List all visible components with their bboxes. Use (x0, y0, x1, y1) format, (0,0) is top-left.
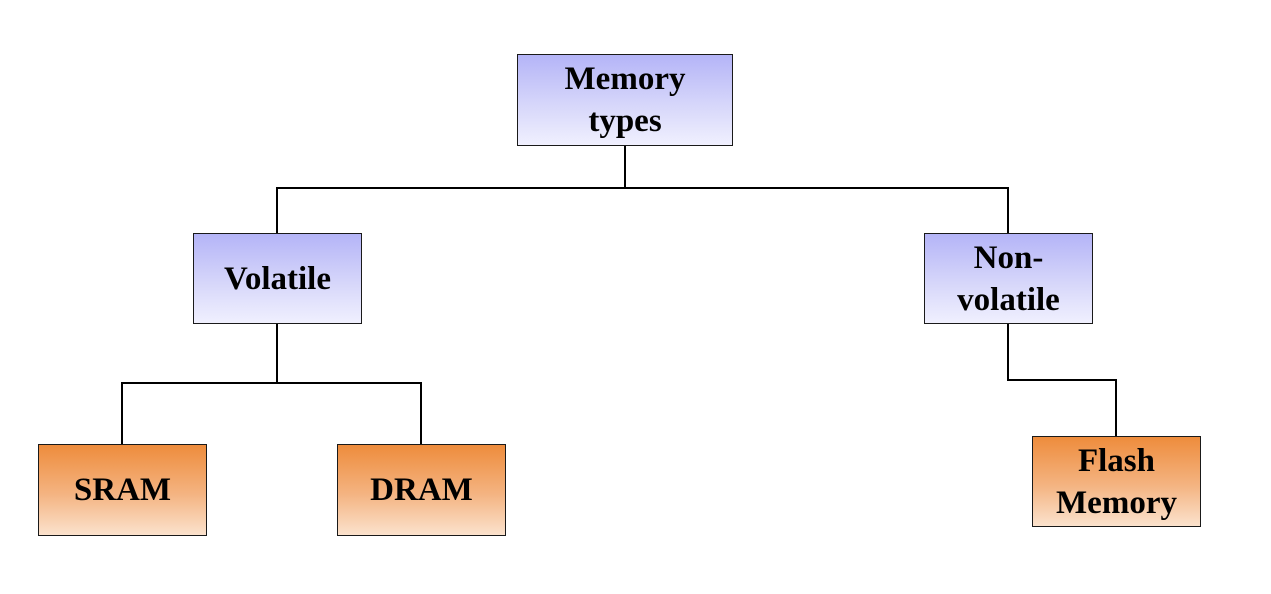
node-sram: SRAM (38, 444, 207, 536)
connector-root-to-non-volatile (625, 187, 1009, 233)
node-non-volatile: Non- volatile (924, 233, 1093, 324)
node-dram: DRAM (337, 444, 506, 536)
node-memory-types: Memory types (517, 54, 733, 146)
node-volatile-label: Volatile (224, 260, 331, 297)
connector-root-to-volatile (276, 187, 625, 233)
node-volatile: Volatile (193, 233, 362, 324)
node-non-volatile-label: Non- volatile (957, 239, 1060, 318)
node-sram-label: SRAM (73, 472, 172, 508)
node-dram-label: DRAM (370, 472, 473, 508)
node-flash-memory: Flash Memory (1032, 436, 1201, 527)
node-flash-memory-label: Flash Memory (1056, 442, 1177, 521)
connector-non-volatile-to-flash (1007, 324, 1117, 436)
connector-volatile-to-dram (277, 382, 422, 444)
node-memory-types-label: Memory types (564, 61, 686, 139)
connector-volatile-to-sram (121, 382, 277, 444)
